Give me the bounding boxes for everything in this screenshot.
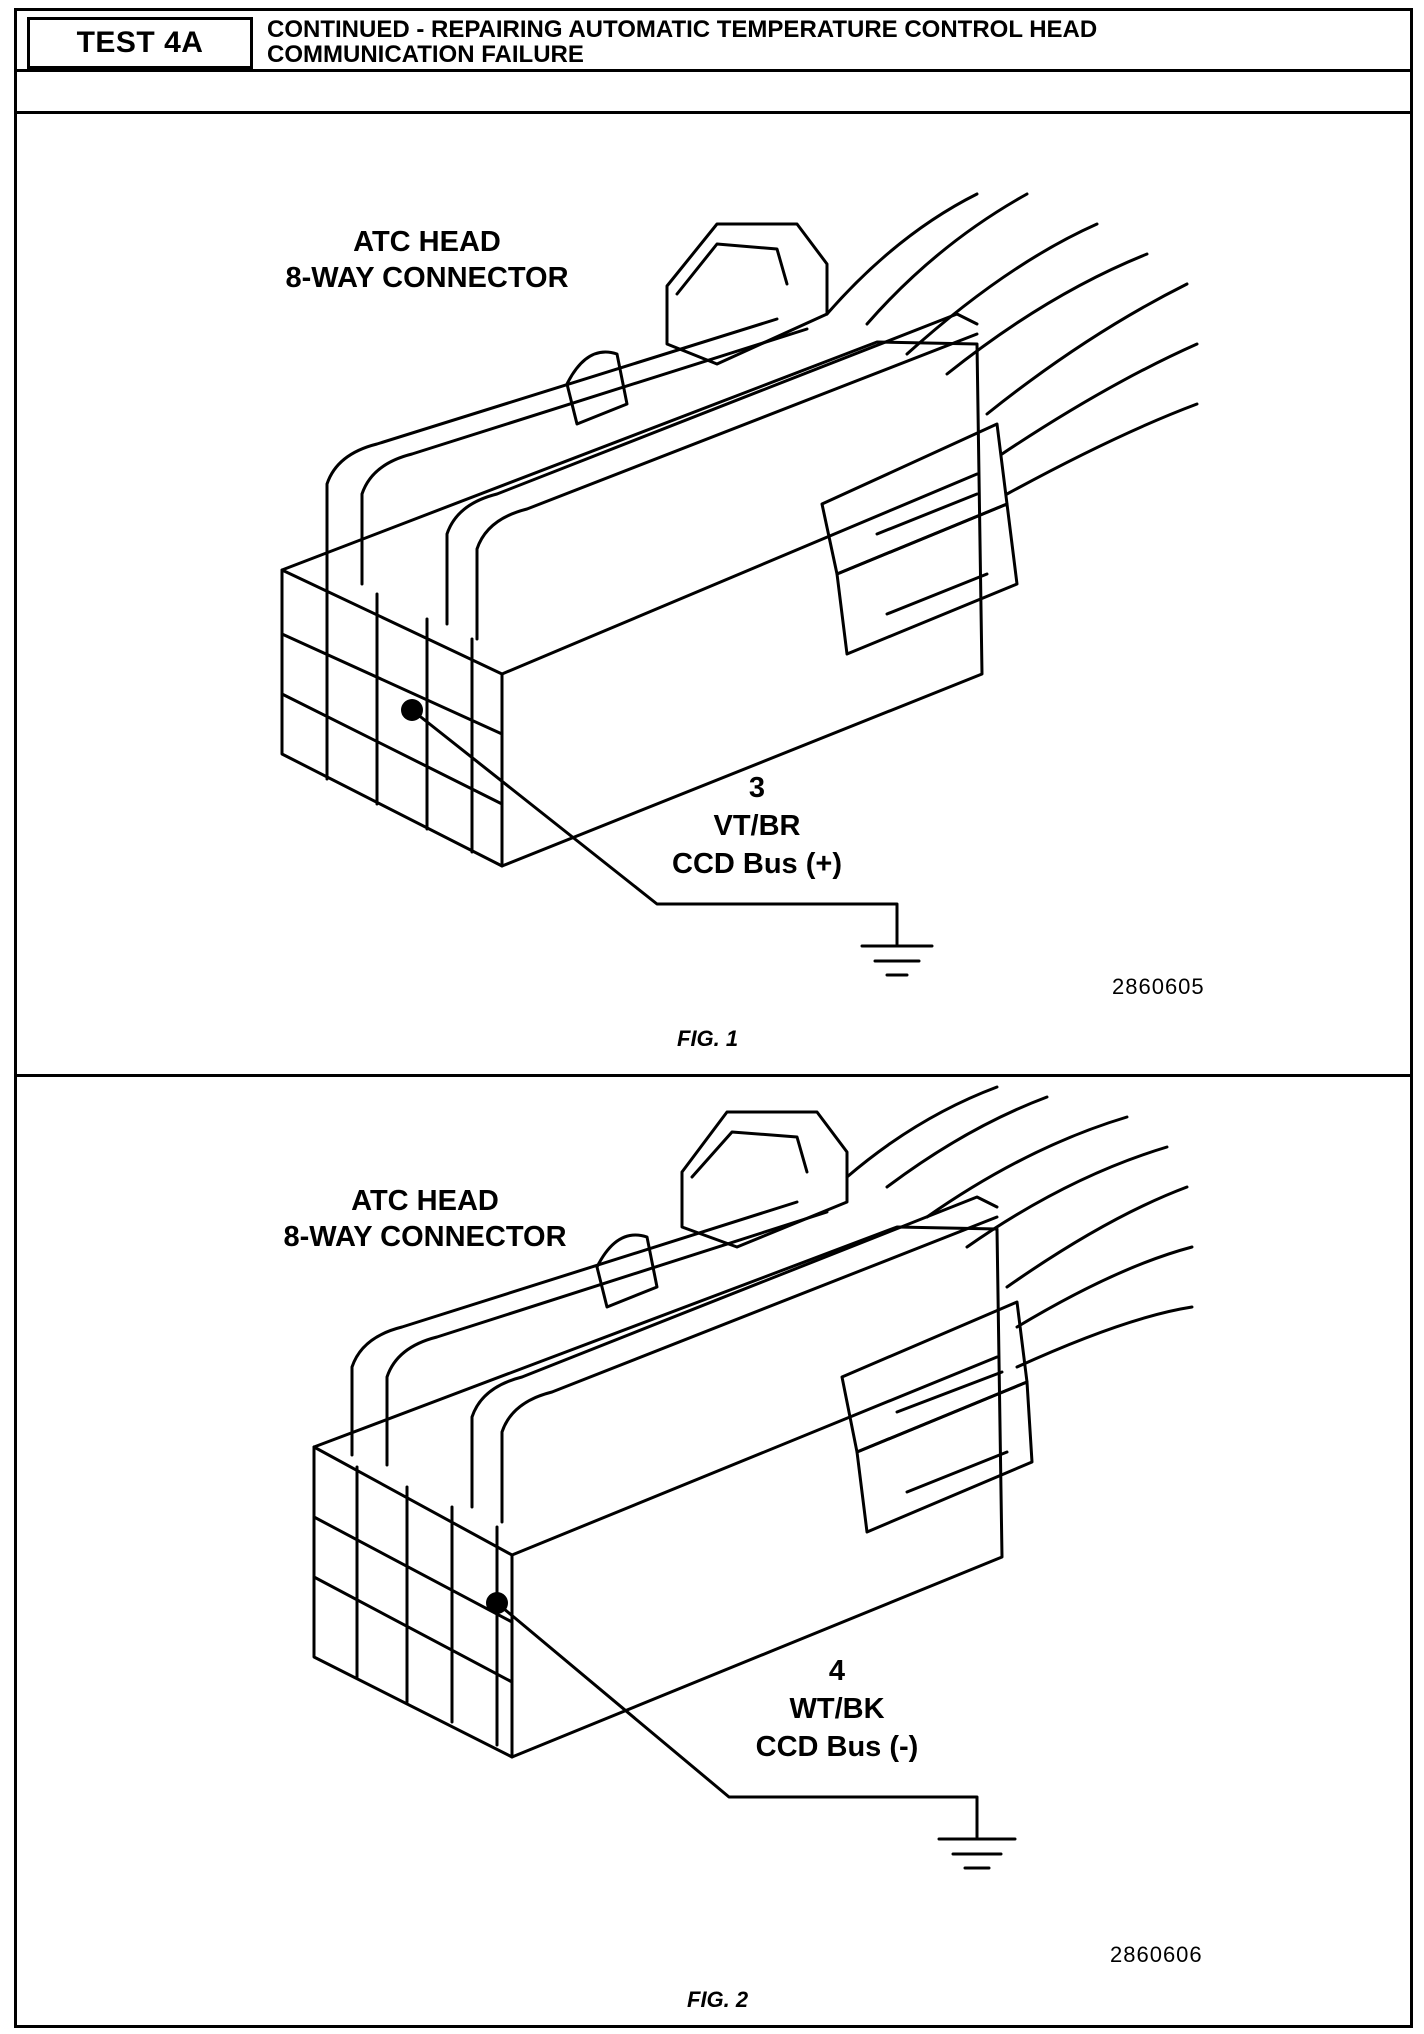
circuit-name: CCD Bus (-) <box>755 1731 919 1763</box>
connector-body <box>280 340 984 868</box>
connector-label-line-2: 8-WAY CONNECTOR <box>285 262 569 294</box>
latch-inner <box>690 1130 809 1179</box>
pin-number: 4 <box>828 1655 846 1687</box>
figure-caption-1: FIG. 1 <box>677 1026 739 1051</box>
pin-3-marker <box>401 699 423 721</box>
part-number-fig1: 2860605 <box>1112 974 1205 999</box>
cavity-row-divider-bottom <box>312 1575 514 1684</box>
part-number-fig2: 2860606 <box>1110 1942 1203 1967</box>
side-lock-2 <box>855 1380 1034 1534</box>
wire-7 <box>1005 402 1199 496</box>
connector-label-fig2: ATC HEAD 8-WAY CONNECTOR <box>235 1183 615 1255</box>
page-title: CONTINUED - REPAIRING AUTOMATIC TEMPERAT… <box>267 17 1387 67</box>
pin-number: 3 <box>748 772 766 804</box>
cavity-row-divider-top <box>280 632 504 736</box>
connector-label-line-2: 8-WAY CONNECTOR <box>283 1221 567 1253</box>
figure-divider <box>17 1074 1410 1077</box>
wire-5 <box>1005 1185 1189 1289</box>
connector-label-fig1: ATC HEAD 8-WAY CONNECTOR <box>237 224 617 296</box>
lock-slot-2 <box>905 1450 1009 1494</box>
wire-4 <box>945 252 1149 376</box>
wire-7 <box>1015 1305 1194 1369</box>
page-header: TEST 4A CONTINUED - REPAIRING AUTOMATIC … <box>17 11 1410 69</box>
latch-inner <box>675 242 789 296</box>
wire-6 <box>1015 1245 1194 1329</box>
latch-housing <box>680 1110 849 1249</box>
wire-1 <box>825 192 979 316</box>
title-line-2: COMMUNICATION FAILURE <box>267 41 584 68</box>
latch-tab <box>565 350 629 426</box>
rib-2 <box>385 1210 829 1467</box>
rib-2 <box>360 327 809 586</box>
pin-label-fig1: 3 VT/BR CCD Bus (+) <box>637 769 877 883</box>
figure-2-connector-drawing <box>312 1085 1194 1870</box>
wire-5 <box>985 282 1189 416</box>
rib-1 <box>350 1200 799 1457</box>
wire-color: WT/BK <box>789 1693 885 1725</box>
wire-6 <box>1000 342 1199 456</box>
manual-page: TEST 4A CONTINUED - REPAIRING AUTOMATIC … <box>14 8 1413 2028</box>
header-divider-bottom <box>17 111 1410 114</box>
wire-2 <box>865 192 1029 326</box>
figure-2-panel: ATC HEAD 8-WAY CONNECTOR 4 WT/BK CCD Bus… <box>17 1077 1410 2027</box>
circuit-name: CCD Bus (+) <box>672 848 842 880</box>
probe-lead <box>410 708 899 946</box>
side-lock-2 <box>835 502 1019 656</box>
latch-tab <box>595 1233 659 1309</box>
test-id-box: TEST 4A <box>27 17 253 69</box>
cavity-row-divider-top <box>312 1515 514 1624</box>
figure-1-connector-drawing <box>280 192 1199 977</box>
latch-housing <box>665 222 829 366</box>
rib-1 <box>325 317 779 576</box>
wire-3 <box>905 222 1099 356</box>
title-line-1: CONTINUED - REPAIRING AUTOMATIC TEMPERAT… <box>267 16 1098 43</box>
connector-label-line-1: ATC HEAD <box>353 226 501 258</box>
lock-slot-2 <box>885 572 989 616</box>
wire-2 <box>885 1095 1049 1189</box>
figure-1-panel: ATC HEAD 8-WAY CONNECTOR 3 VT/BR CCD Bus… <box>17 114 1410 1074</box>
lock-slot-1 <box>895 1370 1004 1414</box>
pin-4-marker <box>486 1592 508 1614</box>
connector-label-line-1: ATC HEAD <box>351 1185 499 1217</box>
rib-3 <box>445 312 979 626</box>
header-divider-top <box>17 69 1410 72</box>
wire-1 <box>845 1085 999 1179</box>
test-id: TEST 4A <box>76 26 204 59</box>
cavity-row-divider-bottom <box>280 692 504 806</box>
wire-3 <box>925 1115 1129 1219</box>
body-front-edge <box>312 1355 999 1557</box>
probe-lead <box>495 1601 979 1839</box>
connector-body <box>312 1225 1004 1759</box>
rib-4 <box>500 1215 999 1524</box>
rib-3 <box>470 1195 999 1509</box>
lock-slot-1 <box>875 492 979 536</box>
wire-color: VT/BR <box>713 810 801 842</box>
rib-4 <box>475 332 979 641</box>
figure-caption-2: FIG. 2 <box>687 1987 749 2012</box>
pin-label-fig2: 4 WT/BK CCD Bus (-) <box>717 1652 957 1766</box>
